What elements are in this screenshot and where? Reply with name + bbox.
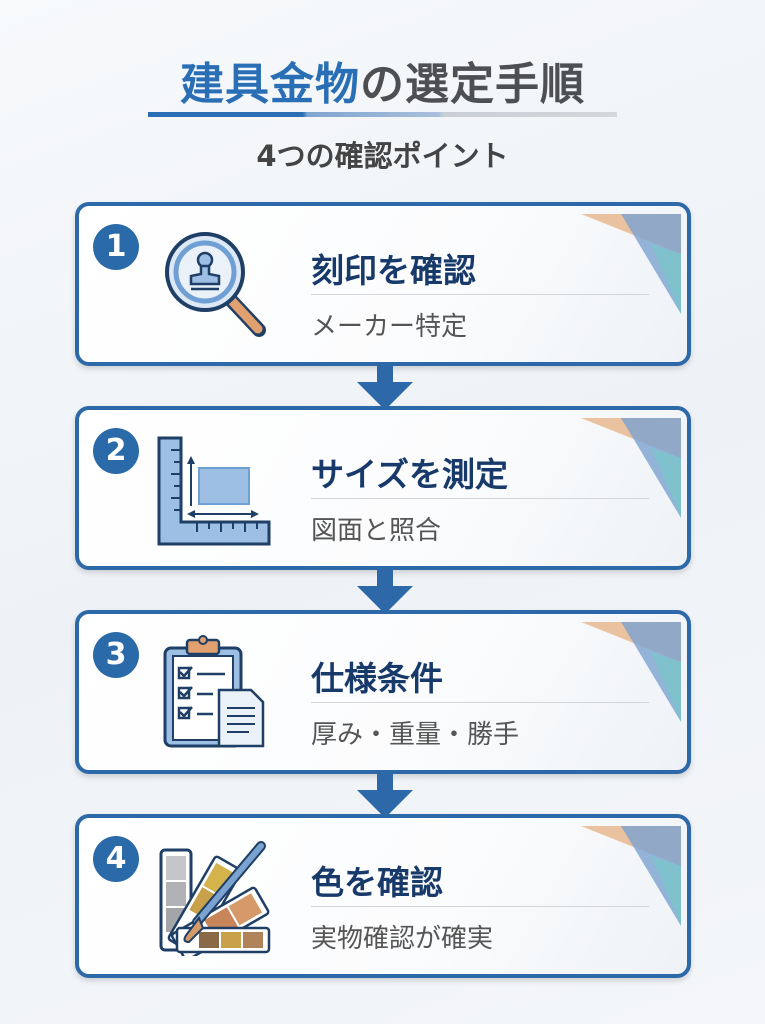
step-subtitle: 実物確認が確実 <box>311 924 494 954</box>
corner-decoration <box>581 622 681 722</box>
step-subtitle: 厚み・重量・勝手 <box>311 720 520 750</box>
step-divider <box>311 702 649 703</box>
step-title: 色を確認 <box>311 863 443 902</box>
step-number-badge: 2 <box>93 428 139 474</box>
step-divider <box>311 498 649 499</box>
title-rest: の選定手順 <box>360 59 585 110</box>
title-underline <box>148 112 617 117</box>
color-swatch-brush-icon <box>159 841 271 956</box>
page-title: 建具金物の選定手順 <box>0 48 765 112</box>
step-subtitle: 図面と照合 <box>311 516 442 546</box>
magnifier-stamp-icon <box>165 232 266 337</box>
clipboard-checklist-icon <box>163 635 265 748</box>
step-number-badge: 3 <box>93 632 139 678</box>
down-arrow-icon <box>357 772 413 818</box>
page-subtitle: 4つの確認ポイント <box>256 139 509 173</box>
down-arrow-icon <box>357 568 413 614</box>
step-number-badge: 1 <box>93 224 139 270</box>
step-card-1: 1 刻印を確認 メーカー特定 <box>75 202 691 366</box>
step-card-2: 2 サイズを測定 図面と照合 <box>75 406 691 570</box>
step-card-3: 3 仕様条件 厚み・重量・勝手 <box>75 610 691 774</box>
step-number-badge: 4 <box>93 836 139 882</box>
corner-decoration <box>581 826 681 926</box>
corner-decoration <box>581 418 681 518</box>
corner-decoration <box>581 214 681 314</box>
step-title: サイズを測定 <box>311 455 509 494</box>
step-divider <box>311 906 649 907</box>
down-arrow-icon <box>357 364 413 410</box>
ruler-measure-icon <box>157 436 271 546</box>
step-subtitle: メーカー特定 <box>311 312 468 342</box>
step-title: 仕様条件 <box>311 659 443 698</box>
step-divider <box>311 294 649 295</box>
title-highlight: 建具金物 <box>180 59 360 110</box>
step-title: 刻印を確認 <box>311 251 476 290</box>
step-card-4: 4 色を確認 実物確認が確実 <box>75 814 691 978</box>
